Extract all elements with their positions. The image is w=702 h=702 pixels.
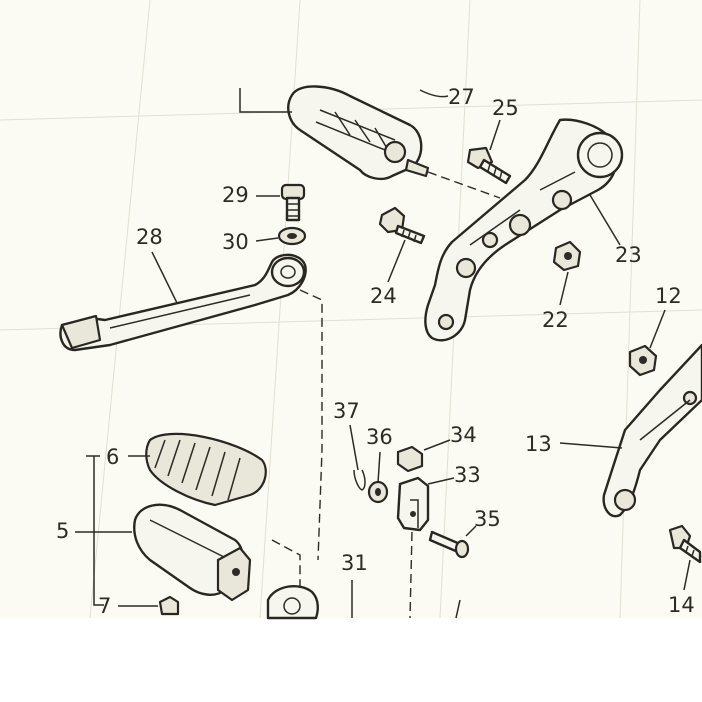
- callout-6: 6: [106, 445, 119, 469]
- callout-5: 5: [56, 519, 69, 543]
- bracket-27: [239, 88, 292, 113]
- pin-35: [428, 530, 470, 559]
- leader-27: [419, 89, 449, 98]
- callout-24: 24: [370, 284, 397, 308]
- edge-fragment: [455, 599, 461, 619]
- callout-25: 25: [492, 96, 519, 120]
- centerline-peg-5: [271, 539, 301, 610]
- nut-7: [158, 595, 180, 616]
- bracket-23: [424, 118, 624, 342]
- washer-36: [367, 480, 389, 504]
- clevis-33: [396, 476, 430, 532]
- callout-13: 13: [525, 432, 552, 456]
- footpeg-5: [133, 503, 252, 602]
- bolt-25: [466, 146, 512, 185]
- centerline-clevis: [409, 531, 413, 619]
- cotter-pin-37: [353, 469, 366, 491]
- leader-14: [683, 559, 691, 591]
- leader-23: [589, 194, 621, 246]
- paper-sheet: [0, 0, 702, 618]
- leader-36: [377, 451, 381, 484]
- bolt-14: [668, 524, 702, 564]
- callout-12: 12: [655, 284, 682, 308]
- callout-35: 35: [474, 507, 501, 531]
- leader-12: [649, 309, 666, 349]
- centerline-peg-bracket: [427, 171, 501, 199]
- leader-22: [559, 271, 569, 306]
- callout-36: 36: [366, 425, 393, 449]
- callout-34: 34: [450, 423, 477, 447]
- callout-27: 27: [448, 85, 475, 109]
- bracket-13: [602, 343, 702, 518]
- leader-24: [387, 239, 406, 283]
- bracket-5-7: [93, 456, 104, 606]
- callout-31: 31: [341, 551, 368, 575]
- leader-35: [465, 525, 477, 537]
- nut-12: [628, 344, 658, 377]
- nut-34: [396, 445, 424, 473]
- callout-22: 22: [542, 308, 569, 332]
- callout-37: 37: [333, 399, 360, 423]
- page-margin: [0, 618, 702, 702]
- washer-30: [277, 226, 307, 246]
- footpeg-27: [287, 85, 430, 181]
- pivot-partial: [266, 584, 319, 620]
- leader-28: [151, 251, 179, 306]
- leader-13: [559, 442, 623, 449]
- callout-33: 33: [454, 463, 481, 487]
- leader-34: [423, 439, 451, 451]
- callout-23: 23: [615, 243, 642, 267]
- bolt-29: [280, 183, 306, 222]
- callout-30: 30: [222, 230, 249, 254]
- nut-22: [552, 240, 582, 272]
- leader-30: [255, 237, 279, 242]
- leader-25: [489, 119, 501, 151]
- callout-14: 14: [668, 593, 695, 617]
- footpeg-rubber-6: [145, 432, 267, 507]
- leader-37: [349, 424, 359, 471]
- callout-7: 7: [98, 594, 111, 618]
- callout-29: 29: [222, 183, 249, 207]
- brake-pedal-28: [59, 253, 307, 352]
- leader-33: [427, 477, 455, 485]
- centerline-pedal: [299, 289, 323, 561]
- bolt-24: [378, 206, 426, 245]
- callout-28: 28: [136, 225, 163, 249]
